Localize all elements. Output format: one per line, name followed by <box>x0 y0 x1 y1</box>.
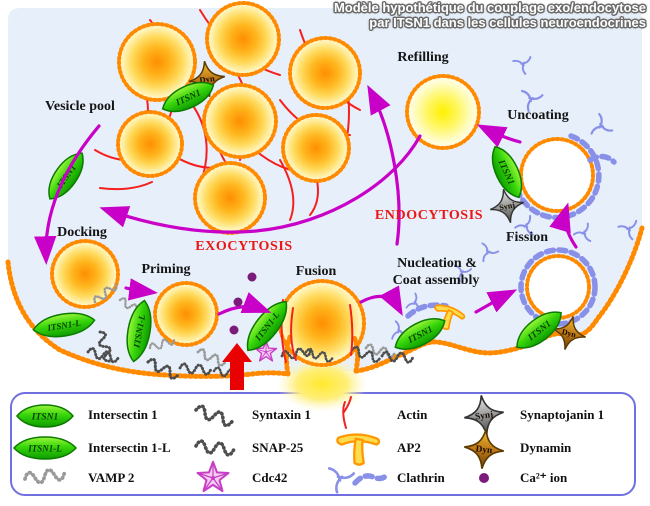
cell-interior <box>8 8 642 377</box>
ap2-adaptor <box>428 301 467 335</box>
clathrin-triskelion <box>617 219 638 241</box>
itsn1l-badge <box>122 297 156 365</box>
fusion-vesicle <box>278 279 366 367</box>
figure-title-line1: Modèle hypothétique du couplage exo/endo… <box>333 0 646 15</box>
clathrin-triskelion <box>477 241 501 266</box>
vesicle <box>288 36 362 110</box>
actin-filaments-pool <box>94 9 361 221</box>
fission-vesicle <box>525 254 591 320</box>
clathrin-triskelion <box>572 219 599 247</box>
label-refilling: Refilling <box>397 50 449 65</box>
label-uncoating: Uncoating <box>507 108 569 123</box>
label-nucleation-line1: Nucleation & <box>397 256 477 271</box>
vamp2-squiggle <box>195 346 228 369</box>
clathrin-coat-fission <box>518 247 598 327</box>
priming-vesicle <box>153 281 219 347</box>
clathrin-chain-fragment <box>587 153 617 165</box>
vamp2-squiggle <box>363 342 397 360</box>
vamp2-squiggle <box>147 335 177 353</box>
legend-label: Intersectin 1-L <box>88 440 171 455</box>
vesicle <box>116 110 184 178</box>
vesicle <box>202 83 278 159</box>
syntaxin1-squiggle <box>279 345 313 362</box>
legend-label: Clathrin <box>397 470 445 485</box>
plasma-membrane <box>5 225 645 379</box>
syntaxin1-squiggle <box>85 346 121 365</box>
label-priming: Priming <box>141 262 191 277</box>
dynamin-star <box>547 311 591 355</box>
snap25-squiggle <box>178 362 213 377</box>
itsn1l-badge <box>238 294 296 358</box>
vesicle <box>205 1 281 77</box>
figure-title-line2: par ITSN1 dans les cellules neuroendocri… <box>369 14 646 30</box>
itsn1-badge <box>509 303 569 357</box>
arrow-fission-to-uncoating <box>549 202 578 249</box>
figure-title: Modèle hypothétique du couplage exo/endo… <box>333 0 646 30</box>
syntaxin1-squiggle <box>94 329 116 364</box>
arrow-fusion-to-nucleation <box>359 285 403 317</box>
cdc42-star <box>254 340 278 362</box>
itsn1l-badge <box>30 308 98 342</box>
synaptojanin-star <box>486 185 528 227</box>
legend-label: Actin <box>397 407 428 422</box>
legend-label: Dynamin <box>520 440 572 455</box>
legend-label: Syntaxin 1 <box>252 407 311 422</box>
vamp2-squiggle <box>91 280 120 307</box>
vesicle-pool-cluster <box>116 1 362 235</box>
legend-label: Intersectin 1 <box>88 407 158 422</box>
label-exocytosis: EXOCYTOSIS <box>195 239 293 254</box>
legend-label: AP2 <box>397 440 421 455</box>
legend-label: Cdc42 <box>252 470 288 485</box>
uncoating-vesicle <box>519 137 595 213</box>
refilling-vesicle <box>405 74 481 150</box>
clathrin-triskelion <box>585 112 617 144</box>
vesicle <box>281 113 351 183</box>
syntaxin1-squiggle <box>349 344 383 365</box>
label-vesicle-pool: Vesicle pool <box>45 99 115 114</box>
legend-label: SNAP-25 <box>252 440 304 455</box>
actin-filaments-fusion <box>280 299 354 363</box>
arrow-nucleation-to-fission <box>474 289 518 314</box>
snap25-squiggle <box>212 365 243 380</box>
clathrin-coat-uncoating <box>512 133 602 221</box>
label-nucleation-line2: Coat assembly <box>392 273 480 288</box>
arrow-docking-to-priming <box>124 278 158 301</box>
docking-vesicle <box>50 239 120 309</box>
label-fission: Fission <box>505 230 549 245</box>
clathrin-triskelion <box>405 291 428 314</box>
arrow-priming-to-fusion <box>217 292 272 316</box>
label-fusion: Fusion <box>295 264 337 279</box>
arrow-uncoating-to-refilling <box>476 124 522 148</box>
clathrin-chain-fragment <box>405 302 449 319</box>
fusion-pore-membrane <box>283 334 361 377</box>
legend-label: Ca²⁺ ion <box>520 470 568 485</box>
arrow-refilling-return-line <box>99 134 422 234</box>
dynamin-star <box>185 57 229 101</box>
vamp2-squiggle <box>116 295 145 317</box>
snap25-squiggle <box>303 346 335 364</box>
snap25-squiggle <box>144 356 181 382</box>
vesicle <box>193 161 267 235</box>
itsn1-badge <box>40 146 92 206</box>
clathrin-triskelion <box>386 319 413 346</box>
calcium-ions <box>229 272 257 335</box>
itsn1-badge <box>157 74 219 120</box>
vesicle <box>117 22 197 102</box>
legend-label: Synaptojanin 1 <box>520 407 605 422</box>
clathrin-triskelion <box>511 52 537 78</box>
itsn1-badge <box>389 310 451 358</box>
snap25-squiggle <box>380 350 415 365</box>
itsn1-badge <box>484 141 530 203</box>
calcium-influx-arrow <box>222 343 252 390</box>
label-endocytosis: ENDOCYTOSIS <box>374 208 484 223</box>
legend-label: VAMP 2 <box>88 470 135 485</box>
label-docking: Docking <box>57 225 107 240</box>
